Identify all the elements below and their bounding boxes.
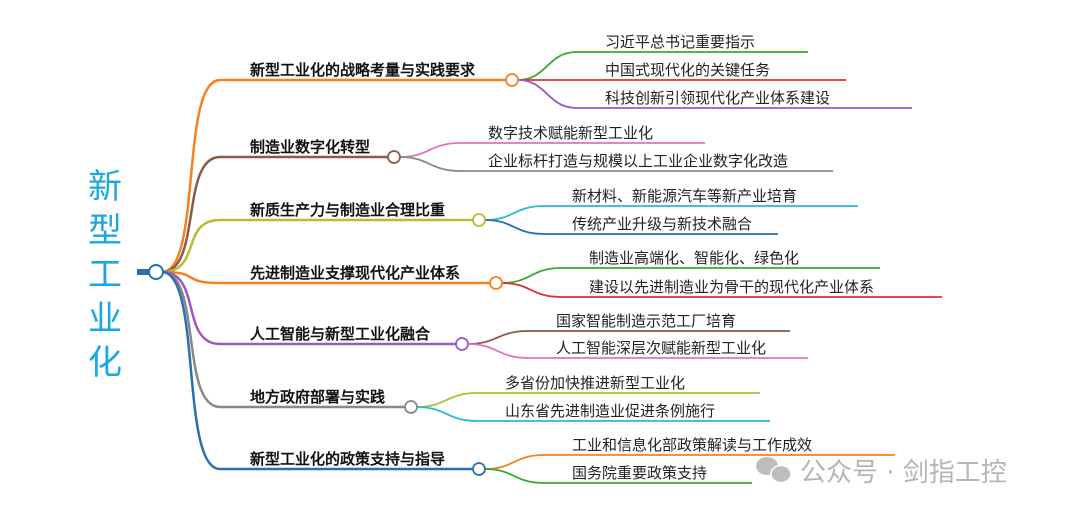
branch-connector	[161, 270, 473, 471]
leaf-node[interactable]: 国家智能制造示范工厂培育	[556, 312, 736, 330]
leaf-connector	[501, 282, 942, 298]
collapse-toggle[interactable]	[472, 462, 486, 476]
leaf-connector	[399, 142, 705, 158]
svg-text:业: 业	[88, 299, 122, 339]
svg-text:新: 新	[88, 167, 122, 207]
root-title: 新 型 工 业 化	[88, 167, 122, 383]
branch-connector	[161, 270, 405, 409]
leaf-connector	[416, 406, 770, 422]
leaf-node[interactable]: 企业标杆打造与规模以上工业企业数字化改造	[488, 152, 788, 170]
collapse-toggle[interactable]	[472, 213, 486, 227]
branch-connector	[161, 155, 388, 274]
collapse-toggle[interactable]	[489, 276, 503, 290]
leaf-node[interactable]: 国务院重要政策支持	[572, 464, 707, 482]
leaf-connector	[467, 343, 808, 359]
leaf-node[interactable]: 中国式现代化的关键任务	[605, 61, 770, 79]
leaf-connector	[484, 454, 895, 470]
leaf-node[interactable]: 制造业高端化、智能化、绿色化	[589, 249, 799, 267]
leaf-connector	[416, 392, 760, 408]
svg-text:型: 型	[88, 211, 122, 251]
leaf-node[interactable]: 山东省先进制造业促进条例施行	[505, 402, 715, 420]
leaf-connector	[517, 51, 808, 81]
leaf-node[interactable]: 数字技术赋能新型工业化	[488, 124, 653, 142]
branch-connector	[161, 270, 490, 285]
leaf-node[interactable]: 多省份加快推进新型工业化	[505, 374, 685, 392]
svg-text:公众号 · 剑指工控: 公众号 · 剑指工控	[800, 458, 1007, 488]
svg-text:工: 工	[88, 255, 122, 295]
branch-connector	[161, 270, 456, 346]
branch-node[interactable]: 先进制造业支撑现代化产业体系	[250, 264, 460, 282]
wechat-icon	[756, 457, 792, 484]
branch-connector	[161, 78, 506, 274]
branch-node[interactable]: 制造业数字化转型	[250, 138, 370, 156]
leaf-node[interactable]: 工业和信息化部政策解读与工作成效	[572, 436, 812, 454]
root-stem	[137, 269, 151, 275]
leaf-node[interactable]: 科技创新引领现代化产业体系建设	[605, 89, 830, 107]
branch-connector	[161, 218, 473, 274]
leaf-node[interactable]: 习近平总书记重要指示	[605, 33, 755, 51]
leaf-connector	[399, 156, 833, 172]
leaf-node[interactable]: 人工智能深层次赋能新型工业化	[556, 339, 766, 357]
branch-node[interactable]: 人工智能与新型工业化融合	[250, 325, 431, 343]
leaf-node[interactable]: 新材料、新能源汽车等新产业培育	[572, 187, 797, 205]
collapse-toggle[interactable]	[505, 73, 519, 87]
branch-node[interactable]: 新质生产力与制造业合理比重	[250, 201, 445, 219]
branch-node[interactable]: 地方政府部署与实践	[250, 388, 385, 406]
leaf-node[interactable]: 传统产业升级与新技术融合	[572, 215, 752, 233]
collapse-toggle[interactable]	[404, 400, 418, 414]
leaf-connector	[484, 468, 752, 484]
collapse-toggle[interactable]	[387, 150, 401, 164]
root-collapse-toggle[interactable]	[148, 264, 164, 280]
leaf-connector	[501, 267, 880, 284]
leaf-node[interactable]: 建设以先进制造业为骨干的现代化产业体系	[589, 278, 874, 296]
leaf-connector	[484, 219, 778, 235]
watermark: 公众号 · 剑指工控	[756, 457, 1007, 488]
branch-node[interactable]: 新型工业化的政策支持与指导	[250, 450, 445, 468]
leaf-connector	[467, 330, 790, 345]
collapse-toggle[interactable]	[455, 337, 469, 351]
leaf-connector	[517, 79, 912, 109]
svg-text:化: 化	[88, 343, 122, 383]
branch-node[interactable]: 新型工业化的战略考量与实践要求	[250, 61, 476, 79]
leaf-connector	[484, 205, 858, 221]
